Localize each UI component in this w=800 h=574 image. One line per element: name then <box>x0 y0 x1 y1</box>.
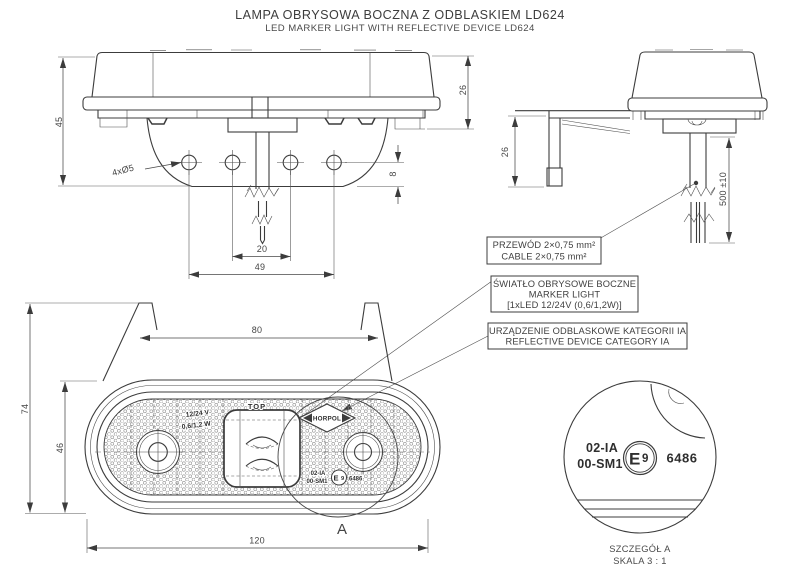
detail-bottom-lines <box>577 499 703 518</box>
dimension-120: 120 <box>86 519 429 553</box>
dimension-49: 49 <box>188 171 335 279</box>
svg-text:ŚWIATŁO OBRYSOWE BOCZNE: ŚWIATŁO OBRYSOWE BOCZNE <box>493 278 636 289</box>
svg-text:120: 120 <box>249 536 265 546</box>
svg-text:49: 49 <box>255 262 265 272</box>
cable-end <box>680 133 716 243</box>
callout-reflective: URZĄDZENIE ODBLASKOWE KATEGORII IA REFLE… <box>341 322 688 412</box>
cable-break-symbol <box>244 186 279 198</box>
dimension-26-end: 26 <box>500 115 546 188</box>
dimension-26-side: 26 <box>427 55 474 130</box>
svg-text:500 ±10: 500 ±10 <box>718 172 728 206</box>
svg-text:REFLECTIVE DEVICE CATEGORY IA: REFLECTIVE DEVICE CATEGORY IA <box>506 337 671 347</box>
e-mark-number: 9 <box>341 476 345 482</box>
mounting-holes <box>176 150 347 175</box>
svg-text:PRZEWÓD 2×0,75 mm²: PRZEWÓD 2×0,75 mm² <box>493 240 596 250</box>
top-marking: TOP <box>248 402 266 411</box>
holes-label: 4xØ5 <box>111 162 135 177</box>
page-subtitle: LED MARKER LIGHT WITH REFLECTIVE DEVICE … <box>265 23 535 34</box>
title-block: LAMPA OBRYSOWA BOCZNA Z ODBLASKIEM LD624… <box>235 8 565 34</box>
callout-marker-light: ŚWIATŁO OBRYSOWE BOCZNE MARKER LIGHT [1x… <box>271 275 639 439</box>
end-view: 26 500 ±10 <box>500 49 768 244</box>
dimension-74: 74 <box>20 302 139 514</box>
e-mark-letter: E <box>334 474 339 483</box>
detail-approval-number: 6486 <box>667 451 698 466</box>
svg-text:URZĄDZENIE ODBLASKOWE KATEGORI: URZĄDZENIE ODBLASKOWE KATEGORII IA <box>489 326 687 336</box>
callout-reflective-box <box>487 322 688 350</box>
svg-text:20: 20 <box>257 244 267 254</box>
bracket-wings <box>102 302 393 382</box>
detail-scale: SKALA 3 : 1 <box>613 556 666 566</box>
svg-text:45: 45 <box>54 117 64 127</box>
lamp-oval-ring3 <box>96 391 429 503</box>
svg-text:46: 46 <box>55 443 65 453</box>
detail-e-number: 9 <box>642 453 648 465</box>
detail-approval-line2: 00-SM1 <box>577 457 623 471</box>
callout-marker-box <box>490 275 639 313</box>
svg-text:02-IA: 02-IA <box>311 471 326 477</box>
svg-text:26: 26 <box>458 85 468 95</box>
brand-diamond: HORPOL <box>297 403 357 433</box>
bracket-end-cap <box>546 167 563 187</box>
svg-text:26: 26 <box>500 147 510 157</box>
front-view: TOP 12/24 V 0,6/1,2 W HORPOL 02-IA 00-SM… <box>20 302 441 553</box>
dimension-45: 45 <box>54 56 190 187</box>
svg-text:MARKER LIGHT: MARKER LIGHT <box>529 290 601 300</box>
svg-text:00-SM1: 00-SM1 <box>306 479 328 485</box>
clip-details <box>147 117 376 125</box>
bracket-end <box>515 110 631 187</box>
dimension-20: 20 <box>232 171 291 261</box>
led-lens-window <box>223 409 301 488</box>
side-view: 45 26 8 4xØ5 20 49 <box>54 49 474 279</box>
plate-end <box>644 111 761 120</box>
brand-marking: HORPOL <box>313 416 341 423</box>
bracket-outline <box>146 117 389 188</box>
holes-callout: 4xØ5 <box>111 161 182 178</box>
screw-left <box>133 428 183 477</box>
e-mark-circle-outer <box>622 440 658 476</box>
dome-top-texture <box>150 49 412 97</box>
page-title: LAMPA OBRYSOWA BOCZNA Z ODBLASKIEM LD624 <box>235 8 565 22</box>
screw-right <box>340 430 386 474</box>
led-lens-symbol-2 <box>245 458 279 471</box>
led-lens-symbol-1 <box>245 436 279 449</box>
e-mark-circle-inner <box>625 443 655 473</box>
detail-caption: SZCZEGÓŁ A <box>609 544 671 554</box>
svg-text:8: 8 <box>388 171 398 176</box>
callout-cable: PRZEWÓD 2×0,75 mm² CABLE 2×0,75 mm² <box>486 183 695 265</box>
connector-block <box>227 117 298 133</box>
lamp-oval-ring2 <box>90 385 435 509</box>
leader-dot <box>693 180 699 186</box>
lamp-dome-outline <box>91 51 435 98</box>
screw-recess-arc <box>650 383 706 439</box>
approval-marking: 02-IA 00-SM1 E 9 6486 <box>305 469 364 486</box>
detail-approval-line1: 02-IA <box>586 441 618 455</box>
svg-text:80: 80 <box>252 325 262 335</box>
detail-e-letter: E <box>629 450 640 469</box>
lamp-oval-outer <box>84 379 441 515</box>
svg-text:6486: 6486 <box>349 477 363 483</box>
detail-a-circle <box>277 396 399 518</box>
svg-text:[1xLED 12/24V (0,6/1,2W)]: [1xLED 12/24V (0,6/1,2W)] <box>507 300 622 310</box>
cable-side <box>227 97 298 245</box>
lamp-flange-end <box>627 97 768 112</box>
dimension-80: 80 <box>140 325 378 342</box>
lamp-dome-end <box>631 51 763 99</box>
dimension-cable-length: 500 ±10 <box>709 136 735 244</box>
lamp-flange <box>82 96 441 111</box>
detail-a-letter: A <box>337 521 347 538</box>
callout-cable-box <box>486 236 602 265</box>
detail-circle <box>563 380 717 534</box>
svg-text:74: 74 <box>20 404 30 414</box>
dimension-8: 8 <box>345 145 404 204</box>
svg-text:CABLE 2×0,75 mm²: CABLE 2×0,75 mm² <box>501 252 586 262</box>
connector-end <box>662 118 737 134</box>
voltage-marking: 12/24 V <box>185 409 210 419</box>
detail-view: 02-IA 00-SM1 E 9 6486 SZCZEGÓŁ A SKALA 3… <box>563 380 717 566</box>
cable-break-symbol-2 <box>251 214 273 225</box>
dimension-46: 46 <box>55 380 97 513</box>
